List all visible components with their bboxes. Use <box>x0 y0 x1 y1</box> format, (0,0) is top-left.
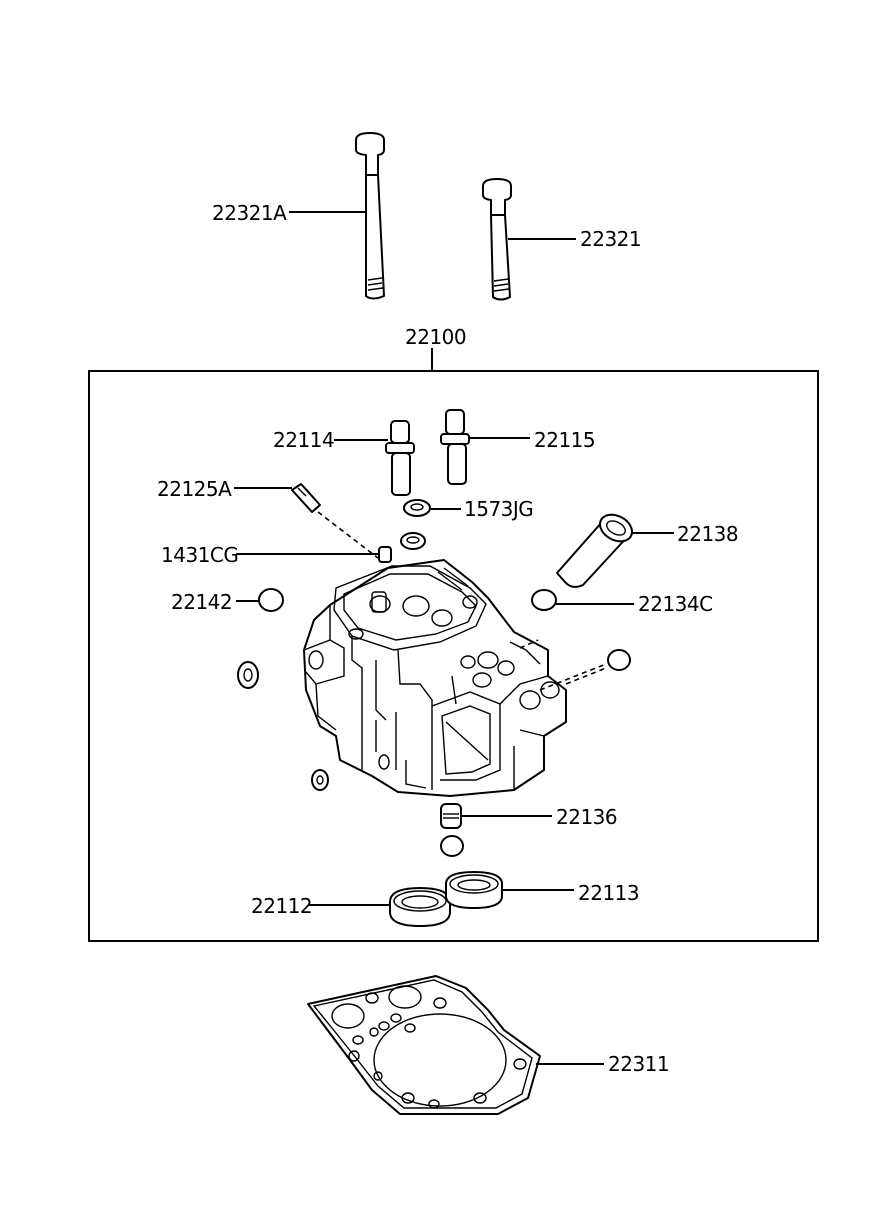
plug-cap[interactable] <box>258 588 284 612</box>
valve-seat-ex[interactable] <box>445 871 503 909</box>
side-seal-lower[interactable] <box>311 769 329 791</box>
assembly-frame <box>88 370 819 942</box>
stud[interactable] <box>291 483 321 513</box>
plug[interactable] <box>440 803 462 829</box>
label-head-bolt-long: 22321A <box>212 201 287 225</box>
dowel-pin[interactable] <box>378 546 392 563</box>
label-valve-guide-ex: 22115 <box>534 428 595 452</box>
side-plug[interactable] <box>607 649 631 671</box>
label-seal-ring: 1573JG <box>464 497 533 521</box>
valve-seat-in[interactable] <box>389 887 451 927</box>
label-valve-seat-in: 22112 <box>251 894 312 918</box>
label-valve-guide-in: 22114 <box>273 428 334 452</box>
o-ring[interactable] <box>531 589 557 611</box>
label-head-gasket: 22311 <box>608 1052 669 1076</box>
label-plug-cap: 22142 <box>171 590 232 614</box>
plug-disc[interactable] <box>440 835 464 857</box>
label-o-ring: 22134C <box>638 592 713 616</box>
valve-guide-ex[interactable] <box>440 409 470 485</box>
side-seal-upper[interactable] <box>237 661 259 689</box>
label-cylinder-head-assy: 22100 <box>405 325 466 349</box>
head-bolt-long[interactable] <box>355 132 385 300</box>
label-plug: 22136 <box>556 805 617 829</box>
seal-ring-2[interactable] <box>400 532 426 550</box>
sleeve[interactable] <box>556 509 637 588</box>
label-sleeve: 22138 <box>677 522 738 546</box>
seal-ring[interactable] <box>403 499 431 517</box>
valve-guide-in[interactable] <box>385 420 415 496</box>
label-head-bolt: 22321 <box>580 227 641 251</box>
head-bolt[interactable] <box>482 178 512 301</box>
head-gasket[interactable] <box>307 975 541 1115</box>
label-stud: 22125A <box>157 477 232 501</box>
label-dowel-pin: 1431CG <box>161 543 238 567</box>
label-valve-seat-ex: 22113 <box>578 881 639 905</box>
cylinder-head[interactable] <box>303 559 567 797</box>
